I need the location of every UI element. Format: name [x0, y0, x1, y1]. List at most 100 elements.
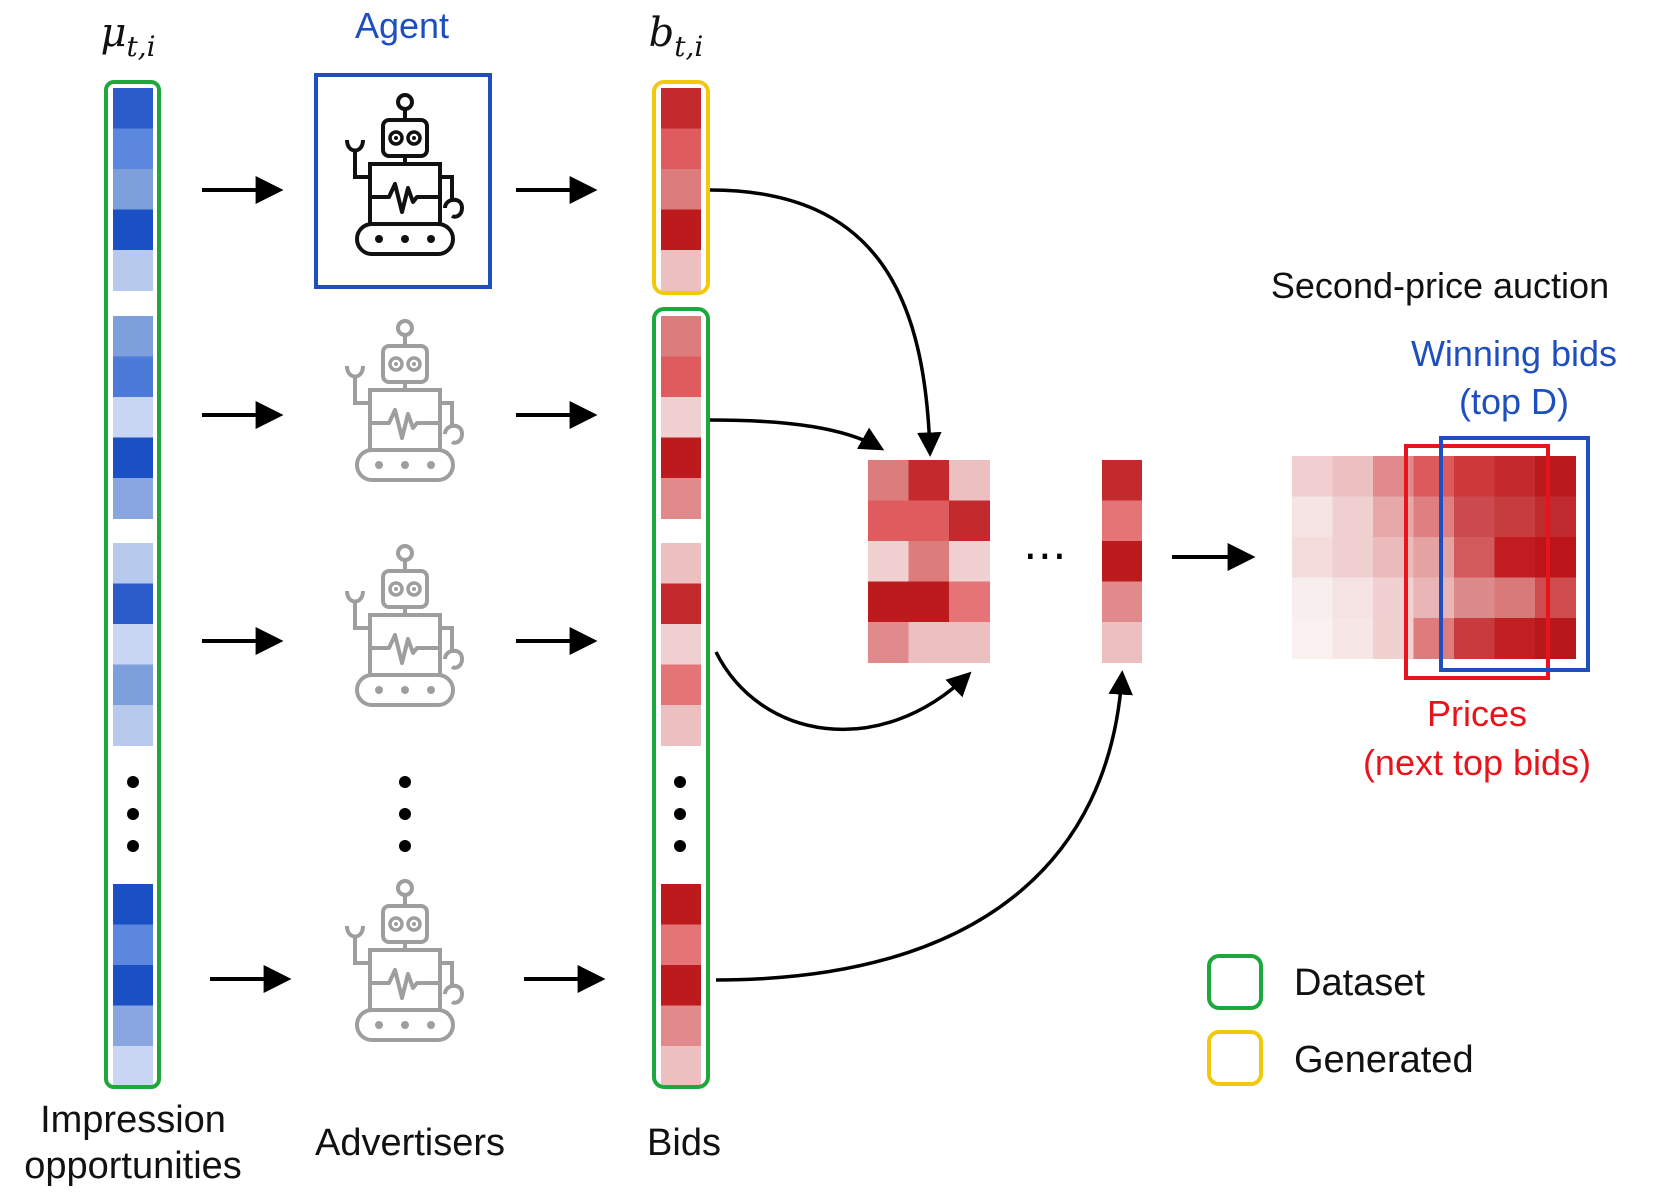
impression-cell [113, 397, 153, 438]
legend: Dataset Generated [1207, 954, 1474, 1086]
prices-label: Prices [1427, 693, 1527, 734]
bid-matrix-last-cell [1102, 622, 1142, 663]
impression-cell [113, 250, 153, 291]
bid-matrix-last-cell [1102, 541, 1142, 582]
dataset-bid-cell [661, 437, 701, 479]
sorted-bid-cell [1454, 456, 1495, 497]
sorted-bid-cell [1292, 537, 1333, 578]
dataset-bid-cell [661, 884, 701, 925]
sorted-bid-cell [1454, 618, 1495, 659]
sorted-bid-cell [1332, 537, 1374, 578]
impression-sublabel: opportunities [24, 1145, 242, 1187]
advertiser-robot-icon [345, 544, 464, 707]
mu-symbol-label: μt,i [100, 10, 155, 63]
sorted-bid-cell [1332, 456, 1374, 497]
impression-cell [113, 624, 153, 665]
legend-dataset-swatch [1207, 954, 1263, 1010]
impression-cell [113, 128, 153, 170]
sorted-bid-cell [1332, 496, 1374, 538]
impression-cell [113, 965, 153, 1006]
winning-bids-sublabel: (top D) [1459, 381, 1569, 422]
generated-bid-cell [661, 209, 701, 251]
impression-cell [113, 583, 153, 625]
sorted-bid-cell [1454, 577, 1495, 619]
bid-matrix-cell [868, 541, 909, 582]
sorted-bid-cell [1292, 456, 1333, 497]
sorted-bid-cell [1332, 618, 1374, 659]
bid-matrix-cell [908, 622, 950, 663]
sorted-bid-cell [1413, 618, 1455, 659]
impression-label: Impression [40, 1099, 226, 1141]
dataset-bid-cell [661, 965, 701, 1006]
dataset-bid-cell [661, 356, 701, 398]
arrow-bids-row4-to-last-column [715, 670, 1133, 982]
bid-matrix-last-column [1102, 460, 1142, 663]
sorted-bid-cell [1413, 496, 1455, 538]
bid-matrix-cell [949, 500, 990, 542]
b-symbol-label: bt,i [649, 10, 704, 63]
sorted-bid-cell [1413, 537, 1455, 578]
dataset-bid-cell [661, 478, 701, 519]
bid-matrix-cell [908, 460, 950, 501]
advertiser-robot-icon [345, 319, 464, 482]
bid-matrix-cell [868, 460, 909, 501]
sorted-bid-cell [1494, 537, 1536, 578]
dataset-bid-cell [661, 316, 701, 357]
sorted-bid-cell [1535, 496, 1576, 538]
sorted-bid-cell [1292, 618, 1333, 659]
bids-dataset-border [652, 307, 710, 1089]
sorted-bid-cell [1454, 537, 1495, 578]
impression-column [113, 88, 153, 1087]
impression-cell [113, 705, 153, 746]
impression-cell [113, 924, 153, 966]
impression-cell [113, 316, 153, 357]
bid-matrix-last-cell [1102, 581, 1142, 623]
impression-cell [113, 88, 153, 129]
agent-robot-icon [345, 93, 464, 256]
dataset-bid-cell [661, 924, 701, 966]
sorted-bid-cell [1292, 577, 1333, 619]
legend-generated-swatch [1207, 1030, 1263, 1086]
arrow-bids-row3-to-matrix [714, 651, 972, 732]
bid-matrix-last-cell [1102, 460, 1142, 501]
bid-matrix-cell [908, 541, 950, 582]
bid-matrix [868, 460, 990, 663]
impression-dataset-border [104, 80, 161, 1089]
generated-bid-cell [661, 88, 701, 129]
sorted-bid-cell [1535, 618, 1576, 659]
sorted-bid-cell [1535, 577, 1576, 619]
impression-cell [113, 356, 153, 398]
sorted-bid-cell [1494, 496, 1536, 538]
sorted-bid-cell [1332, 577, 1374, 619]
dataset-bid-cell [661, 583, 701, 625]
prices-box [1404, 444, 1550, 680]
sorted-bid-cell [1454, 496, 1495, 538]
sorted-bid-cell [1494, 577, 1536, 619]
arrow-bids-row2-to-matrix [709, 418, 885, 451]
bid-matrix-cell [949, 460, 990, 501]
legend-dataset-label: Dataset [1294, 962, 1425, 1004]
prices-sublabel: (next top bids) [1363, 742, 1591, 783]
bids-generated-border [652, 80, 710, 295]
bids-vertical-ellipsis [674, 776, 686, 852]
impression-cell [113, 209, 153, 251]
impression-cell [113, 884, 153, 925]
arrow-generated-bids-to-matrix [709, 188, 942, 457]
impression-cell [113, 437, 153, 479]
matrix-ellipsis: ⋯ [1023, 531, 1067, 580]
dataset-bid-cell [661, 397, 701, 438]
bid-matrix-cell [868, 500, 909, 542]
bid-matrix-last-cell [1102, 500, 1142, 542]
advertiser-robot-icon [345, 879, 464, 1042]
advertisers-label: Advertisers [315, 1122, 505, 1164]
bid-matrix-cell [868, 581, 909, 623]
bids-column [661, 88, 701, 1087]
sorted-bid-matrix [1292, 456, 1576, 659]
dataset-bid-cell [661, 664, 701, 706]
impression-cell [113, 1046, 153, 1087]
bid-matrix-cell [949, 581, 990, 623]
impression-cell [113, 664, 153, 706]
bid-matrix-cell [949, 541, 990, 582]
